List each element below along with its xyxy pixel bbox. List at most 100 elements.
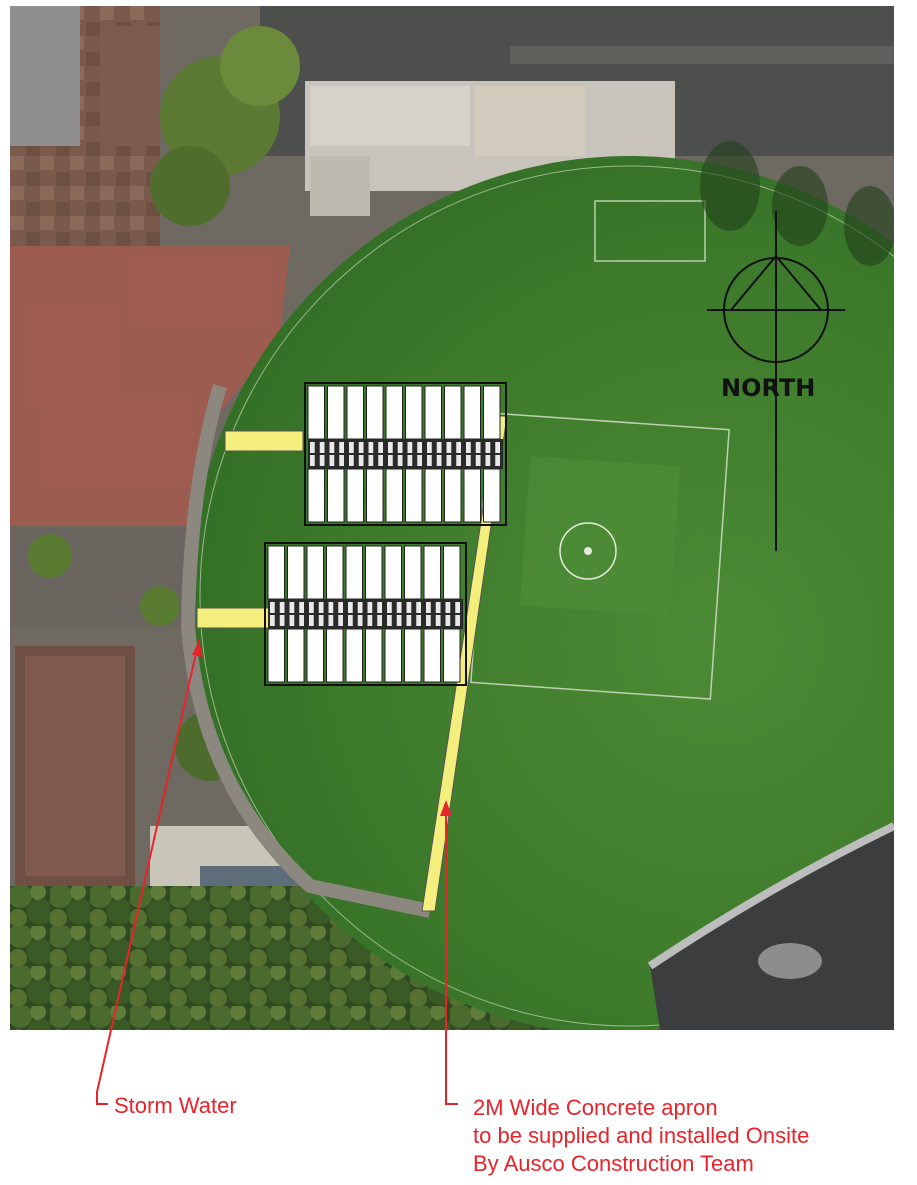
- corridor-module: [367, 602, 373, 613]
- portable-unit: [483, 385, 501, 440]
- corridor-module: [427, 455, 432, 466]
- corridor-module: [426, 602, 431, 613]
- portable-unit: [326, 628, 344, 683]
- corridor-module: [435, 602, 441, 613]
- grandstand: [650, 826, 894, 1030]
- corridor-module: [396, 602, 402, 613]
- portable-unit: [483, 468, 501, 523]
- portable-unit: [365, 545, 383, 600]
- portable-unit: [424, 385, 442, 440]
- corridor-module: [455, 602, 460, 613]
- apron-note-line-2: to be supplied and installed Onsite: [473, 1123, 810, 1148]
- portable-unit: [385, 468, 403, 523]
- apron-connector-lower: [196, 607, 276, 629]
- corridor: [268, 599, 463, 629]
- corridor-module: [407, 442, 413, 453]
- portable-unit: [405, 385, 423, 440]
- corridor-module: [378, 455, 383, 466]
- corridor-module: [495, 442, 500, 453]
- corridor-module: [338, 602, 343, 613]
- corridor-module: [387, 615, 392, 626]
- corridor-module: [416, 615, 421, 626]
- corridor-module: [289, 615, 295, 626]
- north-label: NORTH: [721, 374, 816, 402]
- corridor-module: [417, 442, 422, 453]
- corridor-module: [329, 442, 335, 453]
- block-outline: [304, 382, 507, 526]
- portable-unit: [326, 545, 344, 600]
- portable-unit: [404, 628, 422, 683]
- portable-unit: [405, 468, 423, 523]
- portable-unit: [423, 628, 441, 683]
- corridor-module: [270, 615, 275, 626]
- corridor-module: [318, 615, 324, 626]
- corridor-module: [310, 455, 315, 466]
- concrete-apron: [421, 415, 508, 912]
- corridor-module: [475, 455, 481, 466]
- corridor-module: [318, 602, 324, 613]
- corridor-module: [338, 615, 343, 626]
- portable-unit: [423, 545, 441, 600]
- corridor-module: [349, 455, 354, 466]
- portable-unit: [366, 468, 384, 523]
- corridor-module: [348, 602, 353, 613]
- corridor-module: [319, 442, 325, 453]
- portable-unit: [463, 385, 481, 440]
- portable-unit: [366, 385, 384, 440]
- portable-unit: [346, 385, 364, 440]
- corridor-module: [445, 615, 451, 626]
- portable-unit: [424, 468, 442, 523]
- corridor-module: [348, 615, 353, 626]
- corridor-module: [466, 442, 471, 453]
- corridor-module: [270, 602, 275, 613]
- corridor-module: [475, 442, 481, 453]
- portable-unit: [267, 545, 285, 600]
- corridor-module: [456, 455, 461, 466]
- portable-unit: [306, 545, 324, 600]
- corridor-module: [319, 455, 325, 466]
- corridor-module: [328, 615, 334, 626]
- corridor-module: [427, 442, 432, 453]
- portable-unit: [267, 628, 285, 683]
- corridor-module: [445, 602, 451, 613]
- corridor-module: [377, 615, 382, 626]
- corridor-module: [377, 602, 382, 613]
- north-arrow-icon: [707, 211, 845, 551]
- corridor-module: [466, 455, 471, 466]
- corridor-module: [485, 442, 491, 453]
- portable-unit: [327, 385, 345, 440]
- corridor-module: [446, 442, 452, 453]
- corridor-module: [358, 455, 364, 466]
- corridor-module: [349, 442, 354, 453]
- portable-unit: [385, 385, 403, 440]
- corridor-module: [407, 455, 413, 466]
- corridor-module: [310, 442, 315, 453]
- corridor-module: [388, 455, 393, 466]
- portable-unit: [384, 545, 402, 600]
- corridor-module: [495, 455, 500, 466]
- aerial-photo: [10, 6, 894, 1030]
- portable-unit: [346, 468, 364, 523]
- corridor-module: [289, 602, 295, 613]
- portable-block-upper: [304, 382, 507, 526]
- corridor-module: [299, 602, 304, 613]
- corridor-module: [436, 442, 442, 453]
- corridor-module: [368, 442, 374, 453]
- corridor-module: [417, 455, 422, 466]
- portable-unit: [345, 628, 363, 683]
- apron-note-line-1: 2M Wide Concrete apron: [473, 1095, 718, 1120]
- corridor-module: [368, 455, 374, 466]
- corridor-module: [388, 442, 393, 453]
- portable-unit: [307, 385, 325, 440]
- portable-unit: [404, 545, 422, 600]
- portable-unit: [384, 628, 402, 683]
- corridor-module: [299, 615, 304, 626]
- corridor-module: [446, 455, 452, 466]
- portable-unit: [287, 628, 305, 683]
- corridor-module: [279, 602, 285, 613]
- corridor-module: [339, 455, 344, 466]
- corridor-module: [279, 615, 285, 626]
- apron-note-line-3: By Ausco Construction Team: [473, 1151, 754, 1176]
- corridor-module: [309, 602, 314, 613]
- corridor: [308, 439, 503, 469]
